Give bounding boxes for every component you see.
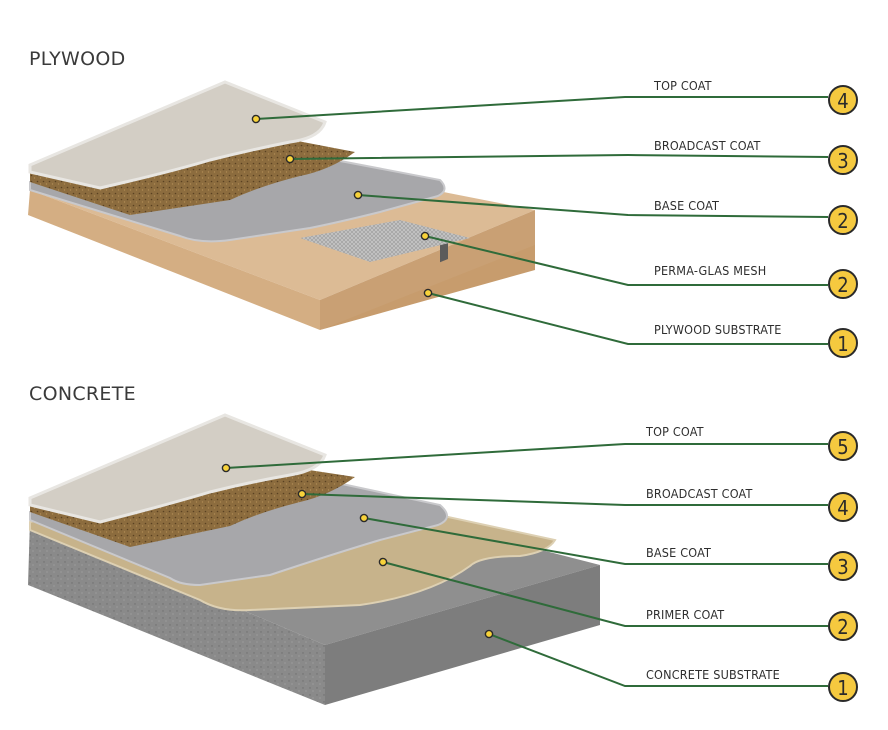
plywood-diagram <box>28 80 535 330</box>
badge-number: 3 <box>837 555 848 579</box>
leader-concrete-substrate <box>488 633 828 687</box>
dot-plywood-substrate <box>423 288 433 298</box>
label-concrete-top-coat: TOP COAT <box>646 424 704 439</box>
badge-number: 5 <box>837 435 848 459</box>
label-concrete-primer-coat: PRIMER COAT <box>646 607 725 622</box>
concrete-substrate-side <box>325 565 600 705</box>
label-plywood-top-coat: TOP COAT <box>654 78 712 93</box>
leader-concrete-top-coat <box>225 443 828 469</box>
badge-number: 4 <box>837 89 848 113</box>
dot-concrete-broadcast-coat <box>297 489 307 499</box>
dot-plywood-mesh <box>420 231 430 241</box>
perma-glas-mesh <box>300 220 470 262</box>
badge-number: 3 <box>837 149 848 173</box>
badge-number: 2 <box>837 273 848 297</box>
plywood-substrate-front <box>28 190 320 330</box>
badge-concrete-substrate: 1 <box>828 672 858 702</box>
badge-plywood-base-coat: 2 <box>828 205 858 235</box>
plywood-leaders <box>255 96 829 345</box>
dot-concrete-top-coat <box>221 463 231 473</box>
concrete-substrate-front <box>28 520 325 705</box>
leader-concrete-primer-coat <box>382 561 828 627</box>
leader-concrete-base-coat <box>363 517 828 565</box>
label-plywood-substrate: PLYWOOD SUBSTRATE <box>654 322 782 337</box>
leader-plywood-top-coat <box>255 96 828 120</box>
plywood-broadcast-coat <box>30 128 355 215</box>
leader-plywood-mesh <box>424 235 828 286</box>
plywood-substrate-side <box>320 210 535 330</box>
dot-concrete-substrate <box>484 629 494 639</box>
leader-plywood-substrate <box>427 292 828 345</box>
badge-concrete-primer-coat: 2 <box>828 611 858 641</box>
label-plywood-base-coat: BASE COAT <box>654 198 720 213</box>
badge-number: 2 <box>837 209 848 233</box>
number-badges: 4 3 2 2 1 5 4 3 <box>828 85 858 702</box>
concrete-broadcast-coat <box>30 458 355 547</box>
label-concrete-broadcast-coat: BROADCAST COAT <box>646 486 753 501</box>
badge-number: 1 <box>837 332 848 356</box>
label-plywood-mesh: PERMA-GLAS MESH <box>654 263 767 278</box>
leader-plywood-base-coat <box>357 194 829 218</box>
badge-plywood-top-coat: 4 <box>828 85 858 115</box>
badge-number: 1 <box>837 676 848 700</box>
dot-plywood-base-coat <box>353 190 363 200</box>
dot-concrete-primer-coat <box>378 557 388 567</box>
concrete-top-coat <box>28 413 327 524</box>
badge-concrete-top-coat: 5 <box>828 431 858 461</box>
callout-dots <box>221 114 494 639</box>
dot-concrete-base-coat <box>359 513 369 523</box>
plywood-groove <box>440 238 448 263</box>
concrete-leaders <box>225 443 828 687</box>
badge-plywood-substrate: 1 <box>828 328 858 358</box>
label-plywood-broadcast-coat: BROADCAST COAT <box>654 138 761 153</box>
badge-number: 2 <box>837 615 848 639</box>
section-title-concrete: CONCRETE <box>29 383 136 405</box>
badge-number: 4 <box>837 496 848 520</box>
dot-plywood-broadcast-coat <box>285 154 295 164</box>
dot-plywood-top-coat <box>251 114 261 124</box>
plywood-top-coat <box>28 80 327 190</box>
badge-concrete-broadcast-coat: 4 <box>828 492 858 522</box>
label-concrete-substrate: CONCRETE SUBSTRATE <box>646 667 780 682</box>
leader-plywood-broadcast-coat <box>289 153 829 160</box>
leader-concrete-broadcast-coat <box>301 493 828 506</box>
section-title-plywood: PLYWOOD <box>29 48 126 70</box>
label-concrete-base-coat: BASE COAT <box>646 545 712 560</box>
badge-plywood-broadcast-coat: 3 <box>828 145 858 175</box>
badge-plywood-mesh: 2 <box>828 269 858 299</box>
concrete-diagram <box>28 413 600 705</box>
badge-concrete-base-coat: 3 <box>828 551 858 581</box>
